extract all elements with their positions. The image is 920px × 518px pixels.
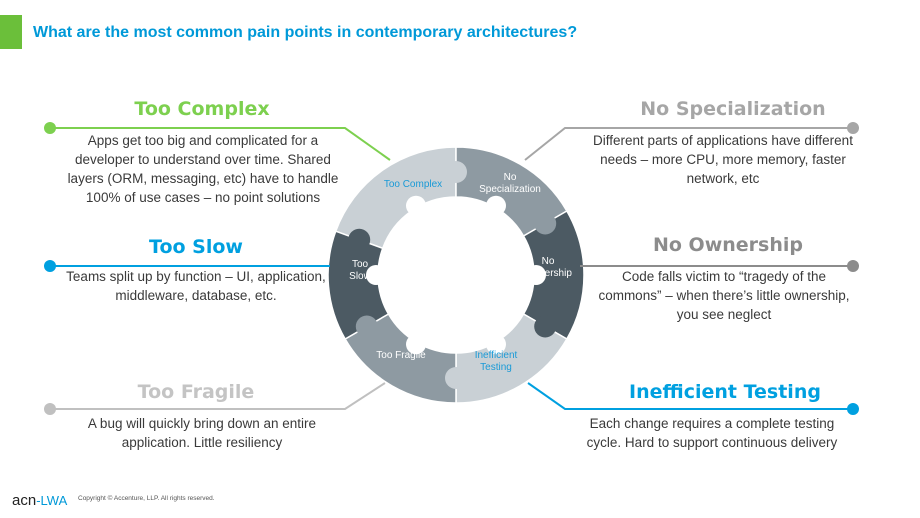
title-accent-bar bbox=[0, 15, 22, 49]
inner-notch-0 bbox=[406, 195, 426, 216]
inner-notch-5 bbox=[366, 265, 386, 285]
connector-dot-too-fragile bbox=[44, 403, 56, 415]
inner-notch-1 bbox=[486, 195, 506, 216]
inner-notch-4 bbox=[406, 334, 426, 355]
knob-top bbox=[445, 161, 467, 183]
piece-label-too-slow-line1: Too bbox=[351, 259, 369, 270]
piece-label-too-fragile: Too Fragile bbox=[376, 350, 426, 361]
logo-main: acn bbox=[12, 492, 37, 509]
piece-label-no-specialization: No Specialization bbox=[460, 172, 560, 196]
body-too-complex: Apps get too big and complicated for a d… bbox=[67, 133, 339, 205]
accenture-logo: acn-LWA bbox=[12, 492, 67, 509]
puzzle-ring bbox=[327, 146, 585, 404]
body-no-ownership: Code falls victim to “tragedy of the com… bbox=[598, 269, 850, 322]
piece-label-inefficient-testing-line1: Inefficient bbox=[474, 350, 518, 361]
body-too-fragile: A bug will quickly bring down an entire … bbox=[87, 416, 317, 450]
body-inefficient-testing: Each change requires a complete testing … bbox=[586, 416, 838, 450]
piece-label-too-slow-line2: Slow bbox=[349, 271, 371, 282]
knob-upper-left bbox=[348, 228, 371, 251]
connector-no-specialization bbox=[524, 127, 853, 161]
knob-lower-left bbox=[355, 315, 378, 338]
connector-dot-too-complex bbox=[44, 122, 56, 134]
connector-too-fragile bbox=[50, 382, 386, 410]
piece-label-no-specialization-line2: Specialization bbox=[479, 184, 541, 195]
piece-label-inefficient-testing-line2: Testing bbox=[480, 362, 512, 373]
copyright-text: Copyright © Accenture, LLP. All rights r… bbox=[78, 495, 215, 502]
inner-notch-3 bbox=[486, 334, 506, 355]
logo-sub: LWA bbox=[40, 493, 68, 508]
heading-inefficient-testing: Inefficient Testing bbox=[629, 381, 821, 403]
connector-dot-too-slow bbox=[44, 260, 56, 272]
heading-too-slow: Too Slow bbox=[149, 236, 243, 258]
piece-label-inefficient-testing: Inefficient Testing bbox=[456, 350, 536, 374]
ring-center bbox=[379, 198, 533, 352]
heading-no-ownership: No Ownership bbox=[652, 234, 803, 256]
knob-lower-right bbox=[534, 315, 557, 338]
connector-too-complex bbox=[50, 127, 391, 161]
heading-too-complex: Too Complex bbox=[134, 98, 270, 120]
piece-label-too-complex: Too Complex bbox=[383, 179, 443, 190]
page-title: What are the most common pain points in … bbox=[33, 24, 578, 41]
piece-too-slow bbox=[327, 230, 390, 341]
connector-dot-no-specialization bbox=[847, 122, 859, 134]
connector-dot-inefficient-testing bbox=[847, 403, 859, 415]
piece-label-no-ownership-line2: Ownership bbox=[524, 268, 572, 279]
logo-separator: - bbox=[36, 493, 41, 508]
piece-label-too-slow: Too Slow bbox=[340, 259, 380, 283]
knob-bottom bbox=[445, 367, 467, 389]
piece-label-no-specialization-line1: No bbox=[503, 172, 517, 183]
connector-inefficient-testing bbox=[527, 382, 853, 410]
piece-label-no-ownership-line1: No bbox=[541, 256, 555, 267]
heading-no-specialization: No Specialization bbox=[640, 98, 826, 120]
knob-upper-right bbox=[534, 212, 557, 235]
body-no-specialization: Different parts of applications have dif… bbox=[593, 133, 853, 186]
body-too-slow: Teams split up by function – UI, applica… bbox=[66, 269, 326, 303]
inner-notch-2 bbox=[526, 265, 546, 285]
piece-label-no-ownership: No Ownership bbox=[514, 256, 582, 280]
connector-lines bbox=[44, 122, 859, 415]
connector-dot-no-ownership bbox=[847, 260, 859, 272]
heading-too-fragile: Too Fragile bbox=[137, 381, 255, 403]
